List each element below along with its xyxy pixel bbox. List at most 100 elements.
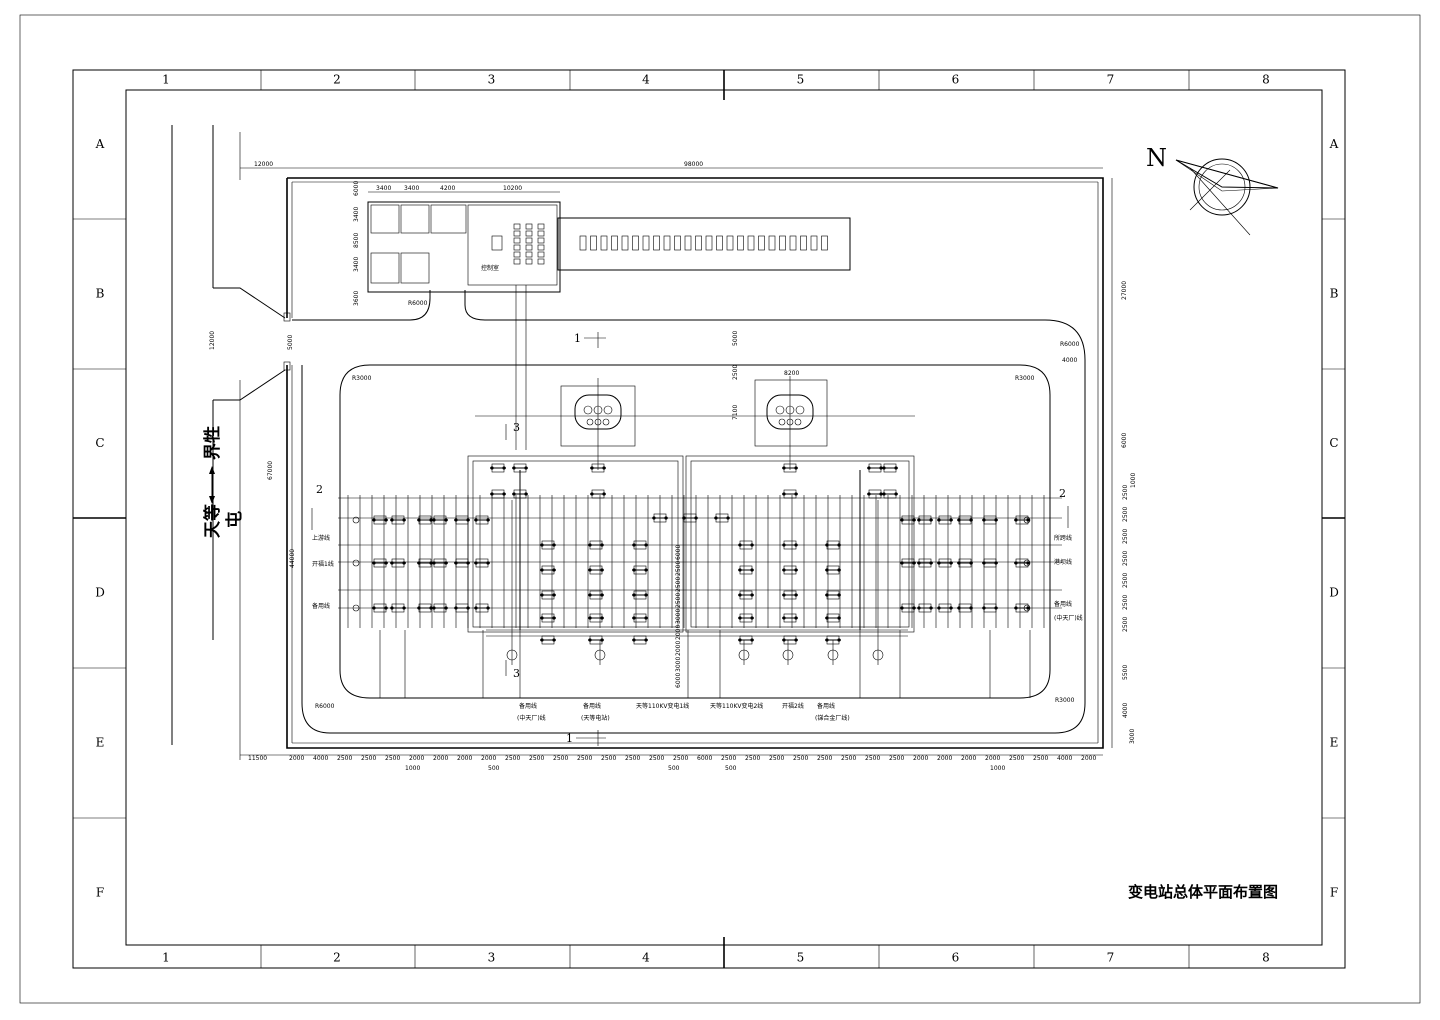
column-label-top: 2 (333, 73, 341, 87)
dim-bottom-segment: 2000 (289, 755, 304, 762)
switch-contact (982, 606, 986, 610)
switch-contact (600, 543, 604, 547)
column-label-bottom: 3 (488, 951, 496, 965)
dim-bay-spacing: 2500 (1122, 485, 1129, 500)
switch-contact (372, 561, 376, 565)
switch-contact (429, 561, 433, 565)
dim-transformer-gap: 5000 (732, 331, 739, 346)
capacitor-unit (726, 235, 734, 251)
switch-contact (466, 606, 470, 610)
dim-radius-room: R6000 (408, 300, 428, 307)
switch-contact (552, 593, 556, 597)
arrow-down-icon (209, 496, 215, 504)
capacitor-unit (821, 235, 828, 251)
switch-contact (540, 568, 544, 572)
switch-contact (372, 518, 376, 522)
switch-contact (837, 593, 841, 597)
switch-contact (982, 518, 986, 522)
switch-contact (1014, 606, 1018, 610)
switch-contact (738, 568, 742, 572)
transformer-bays (475, 376, 915, 470)
sheet-outer-frame (19, 14, 1421, 1004)
switch-contact (474, 518, 478, 522)
switch-contact (490, 466, 494, 470)
dim-bottom-segment: 2500 (745, 755, 760, 762)
switch-contact (600, 616, 604, 620)
bay-label-right: (中天厂)线 (1054, 614, 1083, 622)
switch-contact (512, 466, 516, 470)
row-label-right: D (1329, 586, 1339, 600)
dim-bottom-segment: 2500 (841, 755, 856, 762)
dim-center: 2500 (675, 593, 682, 608)
dim-bottom-sub: 500 (668, 765, 680, 772)
switch-contact (738, 543, 742, 547)
switch-contact (794, 568, 798, 572)
line-terminal (352, 559, 360, 567)
row-label-right: B (1330, 287, 1339, 301)
switch-contact (384, 518, 388, 522)
dim-bay-spacing: 2500 (1122, 595, 1129, 610)
switch-contact (1026, 606, 1030, 610)
switch-contact (552, 638, 556, 642)
capacitor-unit (779, 235, 786, 251)
control-room-label: 控制室 (481, 264, 499, 272)
switch-contact (590, 492, 594, 496)
dim-room-segment: 10200 (503, 185, 522, 192)
dim-radius: R6000 (315, 703, 335, 710)
switch-contact (882, 492, 886, 496)
section-mark-2: 2 (1059, 487, 1066, 500)
column-label-bottom: 2 (333, 951, 341, 965)
dim-bottom-segment: 2500 (601, 755, 616, 762)
dim-room-segment: 4200 (440, 185, 455, 192)
dim-transformer-depth: 7100 (732, 405, 739, 420)
dim-radius-tr: R6000 (1060, 341, 1080, 348)
capacitor-unit (642, 235, 650, 251)
switch-contact (432, 561, 436, 565)
dim-right-top: 27000 (1121, 281, 1128, 300)
dim-center: 2500 (675, 577, 682, 592)
column-label-top: 1 (162, 73, 170, 87)
bay-label-left: 备用线 (312, 602, 330, 610)
switch-contact (682, 516, 686, 520)
road-left-label: 天等 (202, 504, 223, 538)
capacitor-unit (611, 235, 618, 251)
column-label-bottom: 8 (1262, 951, 1270, 965)
switch-contact (540, 638, 544, 642)
switch-contact (466, 518, 470, 522)
switch-contact (782, 616, 786, 620)
dim-bay-spacing: 2500 (1122, 551, 1129, 566)
dim-bottom-segment: 2000 (937, 755, 952, 762)
switch-contact (588, 638, 592, 642)
switch-contact (1026, 561, 1030, 565)
switch-contact (402, 518, 406, 522)
section-mark-1: 1 (574, 332, 581, 345)
capacitor-unit (653, 235, 660, 251)
bottom-bay-sublabel: (天等电站) (581, 714, 610, 722)
dim-lower-height: 67000 (267, 461, 274, 480)
bay-label-left: 开福1线 (312, 560, 334, 568)
dim-overall-width: 98000 (684, 161, 703, 168)
dim-bay-spacing: 2500 (1122, 507, 1129, 522)
dim-bottom-segment: 2500 (889, 755, 904, 762)
switch-contact (825, 638, 829, 642)
row-label-left: C (95, 436, 104, 450)
row-label-right: A (1329, 137, 1339, 151)
dim-bottom-segment: 2000 (433, 755, 448, 762)
switch-contact (969, 561, 973, 565)
dim-bottom-segment: 2000 (961, 755, 976, 762)
switch-contact (750, 616, 754, 620)
north-label: N (1146, 144, 1167, 172)
column-label-bottom: 6 (952, 951, 960, 965)
north-compass: N (1146, 144, 1279, 236)
capacitor-unit (716, 235, 723, 251)
row-label-left: E (96, 736, 105, 750)
column-label-top: 7 (1107, 73, 1115, 87)
switch-contact (825, 568, 829, 572)
switch-contact (454, 561, 458, 565)
column-label-bottom: 4 (642, 951, 650, 965)
switch-contact (590, 466, 594, 470)
switch-contact (794, 593, 798, 597)
cabinet-unit (537, 237, 545, 244)
capacitor-unit (705, 235, 713, 251)
switch-contact (957, 606, 961, 610)
